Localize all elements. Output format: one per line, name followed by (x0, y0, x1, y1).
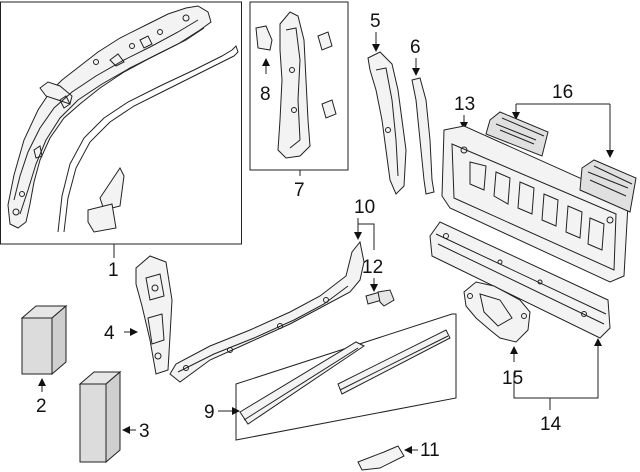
b-pillar-reinforcement-part (277, 11, 337, 159)
callout-4: 4 (104, 323, 115, 344)
callout-7: 7 (294, 180, 305, 201)
arrow-15 (510, 346, 518, 354)
callout-2: 2 (36, 396, 47, 417)
callout-13: 13 (454, 94, 475, 115)
arrow-3 (122, 426, 130, 434)
pad-right-part (579, 159, 637, 213)
arrow-8 (262, 58, 270, 66)
hitch-bracket-part (463, 281, 531, 343)
callout-3: 3 (139, 421, 150, 442)
arrow-2 (38, 378, 46, 386)
rear-pillar-part (367, 51, 407, 195)
callout-8: 8 (260, 84, 271, 105)
arrow-16a (512, 112, 520, 120)
group-box-7 (249, 1, 349, 171)
arrow-10 (354, 232, 362, 240)
rocker-panel-part (169, 240, 365, 383)
arrow-16b (606, 150, 614, 158)
small-clip-part (255, 25, 273, 51)
arrow-9 (232, 407, 240, 415)
arrow-5 (372, 44, 380, 52)
foam-block-tall-part (78, 370, 122, 464)
leader-14 (513, 346, 599, 399)
callout-15: 15 (502, 368, 523, 389)
small-bracket-parts (87, 167, 125, 233)
rocker-reinforcement-part (239, 329, 451, 425)
arrow-14 (594, 338, 602, 346)
bolt-part (365, 289, 395, 307)
weatherstrip-part (57, 45, 239, 233)
foam-block-part (20, 304, 68, 376)
callout-16: 16 (552, 82, 573, 103)
crossmember-part (429, 221, 611, 339)
pad-left-part (485, 111, 549, 157)
callout-1: 1 (108, 260, 119, 281)
pillar-extension-part (411, 77, 435, 195)
callout-6: 6 (410, 37, 421, 58)
bracket-11-part (357, 445, 405, 471)
group-box-1 (0, 1, 242, 245)
arrow-6 (412, 68, 420, 76)
group-box-9 (235, 313, 457, 441)
inner-pillar-part (135, 255, 173, 375)
arrow-4 (130, 328, 138, 336)
leader-10 (357, 218, 375, 250)
back-panel-part (441, 125, 629, 283)
callout-10: 10 (354, 197, 375, 218)
callout-9: 9 (204, 402, 215, 423)
callout-14: 14 (540, 414, 562, 435)
pillar-frame-part (7, 5, 212, 229)
arrow-11 (404, 446, 412, 454)
callout-11: 11 (420, 440, 440, 461)
callout-12: 12 (362, 257, 383, 278)
arrow-12 (370, 284, 378, 292)
callout-5: 5 (370, 11, 381, 32)
